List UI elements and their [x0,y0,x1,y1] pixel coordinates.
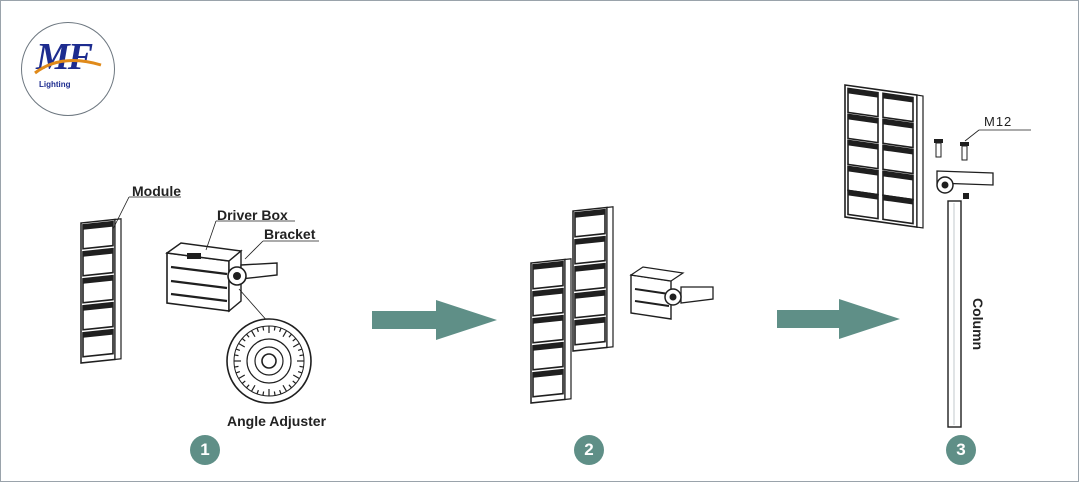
step3-module-assembly [844,84,924,229]
dial-tick [241,338,246,342]
step1-driver-box [165,242,243,313]
dial-tick [256,327,259,333]
dial-tick [250,384,256,392]
label-module: Module [132,183,181,199]
step1-module [80,218,122,364]
step3-column [947,200,962,428]
dial-tick [288,384,292,389]
dial-tick [246,333,250,338]
label-column: Column [970,298,986,351]
dial-tick [238,374,246,380]
dial-tick [297,348,303,351]
step-badge-1: 1 [190,435,220,465]
step2-module-back [572,206,614,352]
label-driver-box: Driver Box [217,207,288,223]
step-badge-2: 2 [574,435,604,465]
dial-tick [238,342,246,348]
dial-tick [262,326,265,331]
dial-tick [246,384,250,389]
label-bracket: Bracket [264,226,316,242]
step1-angle-adjuster-dial [226,318,312,404]
step3-bolt-right [960,142,969,161]
dial-tick [282,330,288,338]
dial-tick [282,384,288,392]
step2-module-front [530,258,572,404]
label-bolt: M12 [984,114,1013,129]
step1-bracket [227,262,278,286]
logo-swoosh [34,59,102,75]
dial-tick [235,371,241,374]
dial-tick [235,348,241,351]
dial-tick [250,330,256,338]
step3-bolt-left [934,139,943,158]
dial-tick [292,374,300,380]
dial-tick [234,365,239,368]
dial-tick [279,327,282,333]
arrow-1 [372,300,497,340]
logo-subtitle: Lighting [38,80,72,89]
step2-driver-bracket [629,266,714,320]
dial-tick [299,365,304,368]
dial-tick [297,371,303,374]
dial-tick [234,354,239,357]
logo-brand-f: F [67,36,93,78]
dial-tick [279,389,282,395]
label-angle-adjuster: Angle Adjuster [227,413,327,429]
step3-mount-bracket [936,170,994,199]
dial-tick [292,342,300,348]
dial-tick [256,389,259,395]
dial-tick [292,380,297,384]
step-badge-3: 3 [946,435,976,465]
dial-tick [299,354,304,357]
dial-tick [241,380,246,384]
arrow-2 [777,299,900,339]
dial-tick [288,333,292,338]
dial-tick [273,326,276,331]
dial-tick [262,391,265,396]
dial-tick [292,338,297,342]
dial-tick [273,391,276,396]
